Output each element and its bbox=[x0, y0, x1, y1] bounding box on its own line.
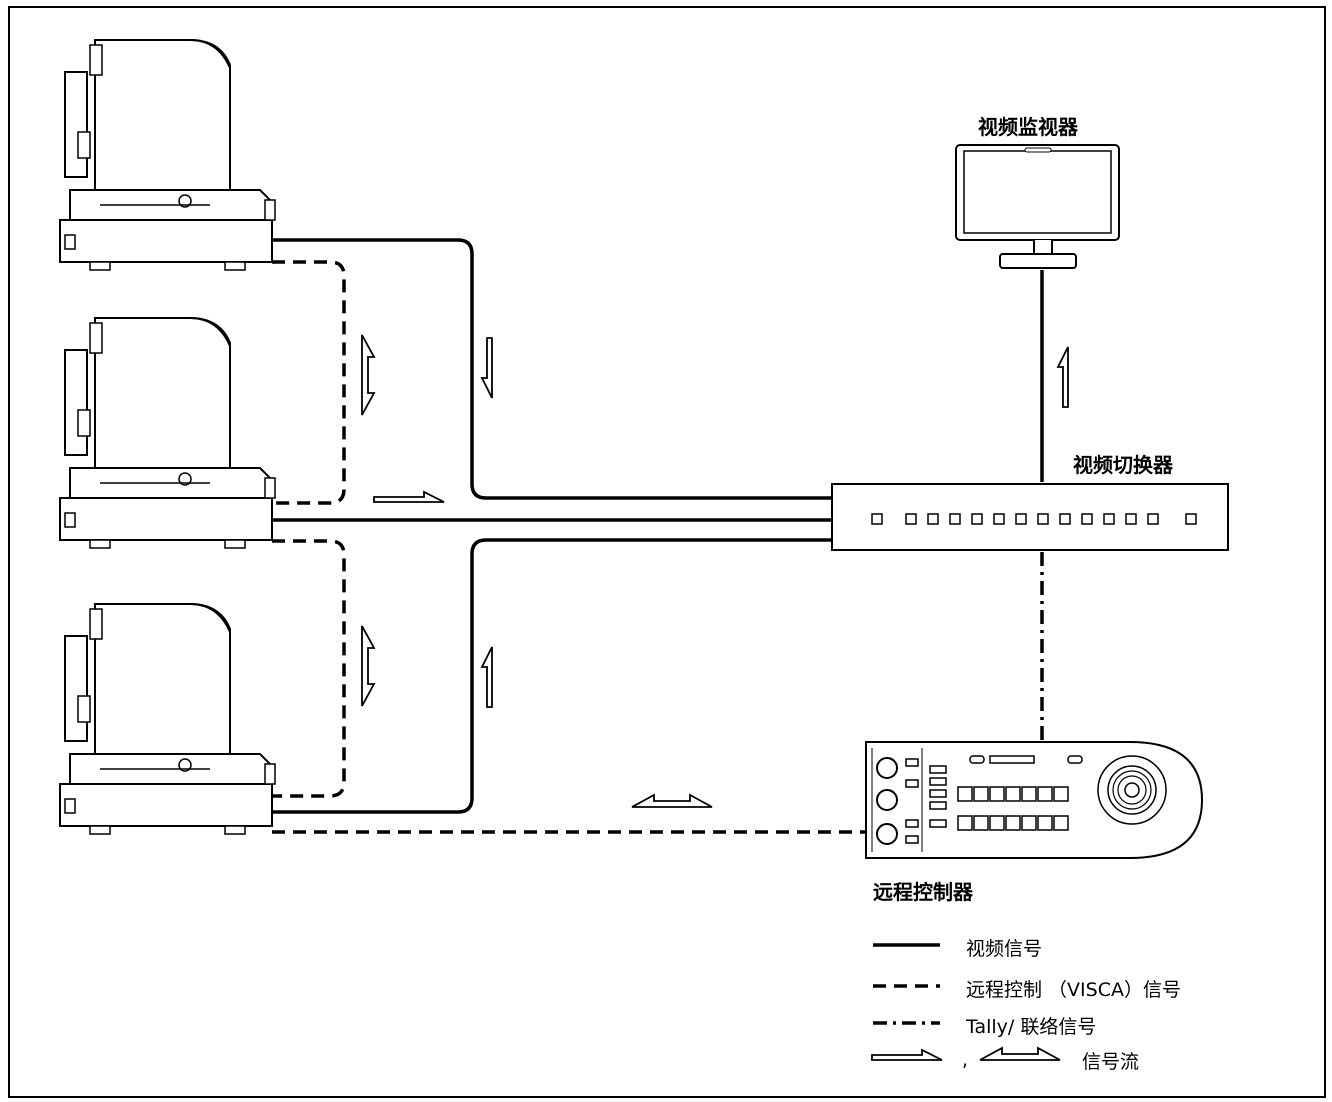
legend-video-label: 视频信号 bbox=[966, 938, 1043, 960]
flow-arrows bbox=[361, 334, 1069, 808]
legend-arrow-single bbox=[871, 1049, 943, 1061]
video-lines bbox=[272, 238, 1044, 814]
remote-lines bbox=[272, 260, 866, 834]
video-monitor bbox=[955, 144, 1120, 269]
legend-symbols bbox=[873, 943, 940, 1025]
remote-line-1 bbox=[272, 260, 346, 505]
legend-separator: , bbox=[962, 1049, 969, 1071]
legend-remote-label: 远程控制 （VISCA）信号 bbox=[966, 979, 1181, 1001]
video-line-cam1 bbox=[272, 238, 832, 500]
legend-arrow-double bbox=[979, 1047, 1061, 1061]
camera-2 bbox=[59, 317, 276, 549]
video-line-cam3 bbox=[272, 538, 832, 814]
camera-3 bbox=[59, 603, 276, 835]
camera-1 bbox=[59, 39, 276, 271]
legend-flow-label: 信号流 bbox=[1082, 1051, 1140, 1073]
diagram-frame bbox=[8, 6, 1326, 1098]
switcher-label: 视频切换器 bbox=[1073, 453, 1173, 477]
legend-tally-label: Tally/ 联络信号 bbox=[966, 1016, 1097, 1038]
remote-line-2 bbox=[272, 539, 346, 798]
monitor-label: 视频监视器 bbox=[978, 115, 1078, 139]
controller-label: 远程控制器 bbox=[873, 880, 973, 904]
remote-controller bbox=[865, 741, 1204, 859]
video-switcher bbox=[831, 483, 1229, 551]
